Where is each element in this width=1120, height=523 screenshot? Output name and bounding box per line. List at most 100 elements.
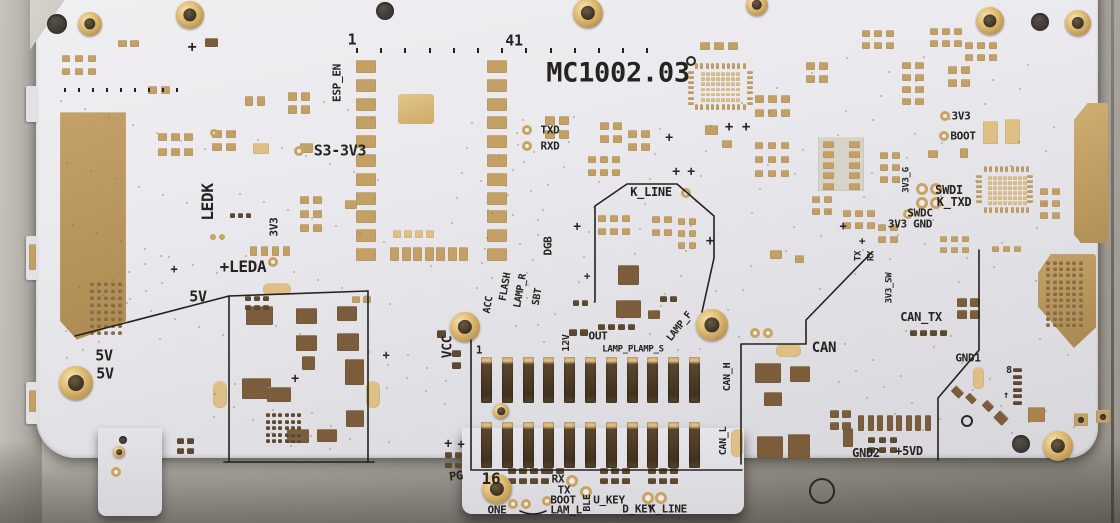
solder-pad xyxy=(266,413,270,417)
via-dot xyxy=(846,57,849,60)
solder-pad xyxy=(1027,185,1033,188)
via-dot xyxy=(309,358,312,361)
solder-pad xyxy=(998,191,1002,195)
solder-pad xyxy=(487,191,507,205)
via-dot xyxy=(1056,437,1059,440)
label-pin1-arrow: ↑ xyxy=(1003,390,1009,401)
via-dot xyxy=(159,338,162,341)
solder-pad xyxy=(1005,207,1009,213)
plus-mark: + xyxy=(665,130,673,146)
solder-pad xyxy=(266,432,270,437)
solder-pad xyxy=(1008,191,1012,195)
solder-pad xyxy=(1014,246,1021,252)
via-dot xyxy=(967,204,970,207)
solder-pad xyxy=(1059,273,1063,278)
label-5vd: +5VD xyxy=(895,444,923,458)
solder-pad xyxy=(731,72,735,76)
label-leda: +LEDA xyxy=(219,257,267,276)
hole-bore xyxy=(751,0,763,11)
solder-pad xyxy=(877,415,883,431)
solder-pad xyxy=(171,148,180,156)
via-dot xyxy=(671,332,674,335)
solder-pad xyxy=(1078,261,1083,265)
connector-pad xyxy=(481,357,492,403)
solder-pad xyxy=(726,72,730,76)
solder-pad xyxy=(915,98,924,105)
solder-pad xyxy=(823,172,834,180)
via-dot xyxy=(389,303,392,306)
solder-pad xyxy=(705,104,709,110)
solder-pad xyxy=(648,468,656,474)
via-dot xyxy=(1044,203,1047,206)
via-dot xyxy=(132,124,135,127)
solder-pad xyxy=(487,210,507,224)
via-dot xyxy=(1036,227,1039,230)
solder-pad xyxy=(736,82,740,86)
hole-bore xyxy=(983,14,997,28)
via-dot xyxy=(526,272,529,275)
solder-pad xyxy=(297,419,301,424)
solder-pad xyxy=(781,142,789,149)
tick-mark xyxy=(501,48,504,53)
solder-pad xyxy=(1065,261,1070,265)
connector-pad xyxy=(689,357,700,403)
solder-pad xyxy=(1078,292,1083,296)
via-dot xyxy=(889,258,892,261)
solder-pad xyxy=(1040,188,1048,195)
connector-pad xyxy=(501,422,513,468)
tick-mark xyxy=(92,88,94,92)
solder-pad xyxy=(695,63,698,69)
connector-pad xyxy=(647,357,659,403)
via-dot xyxy=(517,144,520,147)
solder-pad xyxy=(1028,407,1045,422)
solder-pad xyxy=(954,40,962,47)
solder-pad xyxy=(530,478,538,484)
plus-mark: + xyxy=(724,119,734,135)
solder-pad xyxy=(648,478,656,484)
solder-pad xyxy=(977,54,985,61)
mounting-hole xyxy=(59,366,93,400)
solder-pad xyxy=(455,462,462,468)
solder-pad xyxy=(849,151,860,159)
connector-pad xyxy=(585,357,596,403)
solder-pad xyxy=(1003,201,1007,205)
solder-pad xyxy=(890,236,898,243)
solder-pad xyxy=(924,415,931,431)
via-dot xyxy=(924,243,927,246)
solder-pad xyxy=(519,468,527,474)
solder-pad xyxy=(628,143,637,151)
label-can-tx: CAN_TX xyxy=(900,310,942,324)
solder-pad xyxy=(716,77,720,81)
via-dot xyxy=(811,72,814,75)
solder-pad xyxy=(356,154,376,167)
via-dot xyxy=(741,102,744,105)
via-hole xyxy=(210,129,218,137)
via-dot xyxy=(537,219,540,222)
label-k-line-bottom: K_LINE xyxy=(649,502,687,516)
solder-pad xyxy=(998,201,1002,205)
solder-pad xyxy=(1059,323,1063,327)
solder-pad xyxy=(545,468,553,474)
solder-pad xyxy=(998,186,1002,190)
solder-pad xyxy=(976,175,982,178)
solder-pad xyxy=(701,98,705,102)
solder-pad xyxy=(1052,267,1057,272)
solder-pad xyxy=(487,154,507,167)
solder-pad xyxy=(1072,285,1076,290)
solder-pad xyxy=(1052,323,1057,327)
solder-pad xyxy=(886,42,894,49)
solder-pad xyxy=(989,54,997,61)
label-swdi: SWDI xyxy=(935,183,963,197)
via-dot xyxy=(984,103,987,106)
plus-mark: + xyxy=(187,37,197,56)
solder-pad xyxy=(1003,196,1007,200)
solder-pad xyxy=(1072,273,1076,278)
solder-pad xyxy=(1052,292,1057,296)
via-dot xyxy=(461,172,464,175)
via-dot xyxy=(862,249,865,252)
solder-pad xyxy=(1013,191,1017,195)
via-dot xyxy=(287,209,290,212)
via-dot xyxy=(759,188,762,191)
via-dot xyxy=(793,226,796,229)
via-dot xyxy=(677,349,680,352)
